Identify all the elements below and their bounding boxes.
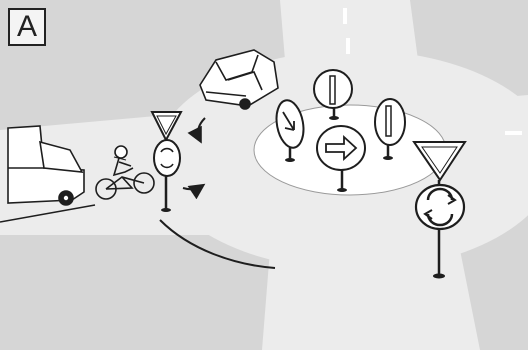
lane-markings — [343, 8, 522, 135]
movement-arrow-2 — [182, 183, 206, 200]
direction-arrow-sign — [316, 125, 366, 192]
panel-label: A — [8, 8, 46, 46]
movement-arrow-1 — [187, 117, 206, 144]
roundabout-sign — [153, 139, 181, 212]
keep-right-sign — [275, 99, 305, 162]
keep-right-sign — [374, 98, 406, 160]
road-edge — [159, 219, 276, 269]
road-edge-left — [0, 204, 96, 223]
roundabout-sign — [414, 183, 466, 279]
cyclist — [95, 145, 155, 200]
van — [199, 49, 279, 110]
truck — [7, 125, 85, 206]
keep-right-sign — [313, 69, 353, 120]
